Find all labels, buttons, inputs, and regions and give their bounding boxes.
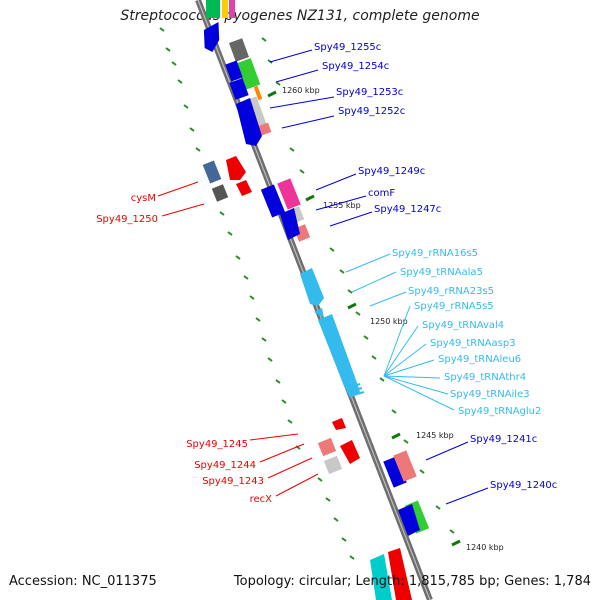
gene-cluster-lower [317,418,430,536]
label-leaders-rna [345,253,455,411]
gene-label: Spy49_1245 [186,439,248,450]
gene-label: Spy49_1253c [336,87,403,98]
gene-label: Spy49_1249c [358,166,425,177]
gene-label: Spy49_tRNAala5 [400,267,483,278]
tick-label-1245: 1245 kbp [416,431,454,440]
kbp-ticks [267,90,461,547]
label-leaders-forward [269,49,489,505]
inner-dotted-guide [261,37,455,534]
gene-label: Spy49_1254c [322,61,389,72]
gene-label: Spy49_rRNA23s5 [408,286,494,297]
rna-gene-cluster [300,268,365,398]
genome-stats-text: Topology: circular; Length: 1,815,785 bp… [233,574,591,589]
gene-label: comF [368,188,395,199]
gene-label: Spy49_tRNAasp3 [430,338,516,349]
gene-label: Spy49_1244 [194,460,256,471]
gene-label: Spy49_1241c [470,434,537,445]
tick-label-1260: 1260 kbp [282,86,320,95]
tick-label-1240: 1240 kbp [466,543,504,552]
gene-cluster-top [203,0,272,146]
gene-label: Spy49_tRNAleu6 [438,354,521,365]
tick-label-1255: 1255 kbp [323,201,361,210]
gene-label: Spy49_rRNA5s5 [414,301,494,312]
gene-label: Spy49_tRNAthr4 [444,372,526,383]
outer-dotted-guide [159,27,355,560]
gene-label: Spy49_1255c [314,42,381,53]
gene-label: Spy49_1252c [338,106,405,117]
gene-label: Spy49_tRNAglu2 [458,406,541,417]
tick-label-1250: 1250 kbp [370,317,408,326]
label-leaders-reverse [157,181,319,497]
gene-label: recX [250,494,273,505]
gene-label: Spy49_1243 [202,476,264,487]
gene-label: Spy49_1250 [96,214,158,225]
gene-cluster-middle [202,156,311,242]
gene-label: Spy49_1240c [490,480,557,491]
gene-label: cysM [131,193,156,204]
gene-label: Spy49_tRNAile3 [450,389,530,400]
gene-cluster-bottom [370,548,412,600]
gene-label: Spy49_rRNA16s5 [392,248,478,259]
gene-label: Spy49_tRNAval4 [422,320,504,331]
gene-label: Spy49_1247c [374,204,441,215]
accession-text: Accession: NC_011375 [9,574,157,589]
